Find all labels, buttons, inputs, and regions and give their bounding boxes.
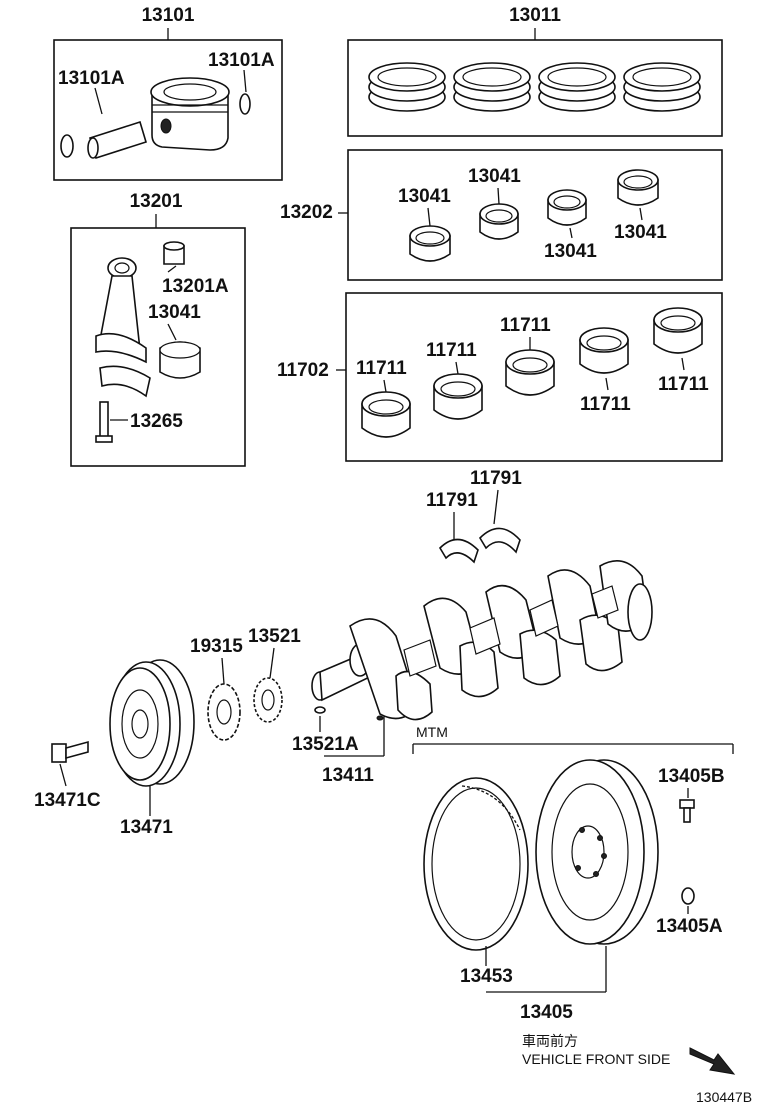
- crankshaft: [311, 560, 653, 721]
- label-11711-c[interactable]: 11711: [500, 315, 551, 336]
- ring-set-3: [538, 62, 616, 112]
- label-13041-d[interactable]: 13041: [614, 222, 667, 243]
- rod-bearing: [159, 341, 201, 379]
- label-13521a[interactable]: 13521A: [292, 734, 359, 755]
- label-mtm[interactable]: MTM: [416, 724, 448, 740]
- bearing-13041-c: [547, 189, 587, 226]
- crank-pulley: [109, 659, 195, 787]
- bearing-13041-b: [479, 203, 519, 240]
- flywheel-pin: [681, 887, 695, 905]
- main-bearings-box: [345, 292, 723, 462]
- label-13041-c[interactable]: 13041: [544, 241, 597, 262]
- direction-en-label: VEHICLE FRONT SIDE: [522, 1051, 670, 1067]
- connecting-rod-group: 13201 13201A 13041 13265: [70, 191, 246, 467]
- rod-bearings-group: 13202 13041 13041 13041 13041: [280, 149, 723, 281]
- label-13101a-right[interactable]: 13101A: [208, 50, 275, 71]
- label-13041-rod[interactable]: 13041: [148, 302, 201, 323]
- label-13471c[interactable]: 13471C: [34, 790, 101, 811]
- direction-jp-label: 車両前方: [522, 1033, 578, 1049]
- main-bearing-e: [653, 307, 703, 354]
- bearing-13041-a: [409, 225, 451, 262]
- main-bearing-c: [505, 349, 555, 396]
- piston-group: 13101 13101A 13101A: [53, 5, 283, 181]
- label-13041-a[interactable]: 13041: [398, 186, 451, 207]
- label-11702[interactable]: 11702: [277, 360, 329, 381]
- crank-key: [314, 706, 326, 714]
- rod-bearings-box: [347, 149, 723, 281]
- ring-set-1: [368, 62, 446, 112]
- label-13101[interactable]: 13101: [142, 5, 195, 26]
- label-19315[interactable]: 19315: [190, 636, 243, 657]
- ring-set-2: [453, 62, 531, 112]
- main-bearings-group: 11702 11711 11711 11711 11711: [277, 292, 723, 462]
- label-13405a[interactable]: 13405A: [656, 916, 723, 937]
- thrust-washer-1: [438, 538, 479, 564]
- mtm-bracket: [412, 743, 734, 754]
- label-11791-a[interactable]: 11791: [426, 490, 478, 511]
- sprocket-13521: [253, 677, 283, 723]
- rod-bushing: [163, 241, 185, 265]
- front-direction-arrow-icon: [689, 1047, 736, 1075]
- label-11711-e[interactable]: 11711: [658, 374, 709, 395]
- piston: [150, 77, 230, 151]
- label-13201[interactable]: 13201: [130, 191, 183, 212]
- main-bearing-b: [433, 373, 483, 420]
- label-11711-d[interactable]: 11711: [580, 394, 631, 415]
- main-bearing-d: [579, 327, 629, 374]
- label-13202[interactable]: 13202: [280, 202, 333, 223]
- label-11711-b[interactable]: 11711: [426, 340, 477, 361]
- ring-set-4: [623, 62, 701, 112]
- label-13453[interactable]: 13453: [460, 966, 513, 987]
- piston-pin: [87, 120, 147, 160]
- label-13265[interactable]: 13265: [130, 411, 183, 432]
- main-bearing-a: [361, 391, 411, 438]
- snap-ring-left: [60, 134, 74, 158]
- thrust-washer-2: [478, 527, 521, 554]
- flywheel-13405: [535, 759, 659, 945]
- label-13201a[interactable]: 13201A: [162, 276, 229, 297]
- connecting-rod-box: [70, 227, 246, 467]
- label-13405[interactable]: 13405: [520, 1002, 573, 1023]
- connecting-rod: [95, 257, 151, 398]
- sprocket-19315: [207, 683, 241, 741]
- snap-ring-right: [239, 93, 251, 115]
- label-13471[interactable]: 13471: [120, 817, 173, 838]
- label-13411[interactable]: 13411: [322, 765, 374, 786]
- ring-gear-13453: [423, 777, 529, 951]
- label-13521[interactable]: 13521: [248, 626, 301, 647]
- flywheel-bolt: [679, 799, 695, 823]
- rod-bolt: [95, 401, 113, 443]
- bearing-13041-d: [617, 169, 659, 206]
- label-13041-b[interactable]: 13041: [468, 166, 521, 187]
- label-13405b[interactable]: 13405B: [658, 766, 725, 787]
- thrust-washers-group: 11791 11791: [426, 468, 522, 564]
- label-11791-b[interactable]: 11791: [470, 468, 522, 489]
- figure-code: 130447B: [696, 1089, 752, 1105]
- piston-rings-group: 13011: [347, 5, 723, 137]
- label-13101a-left[interactable]: 13101A: [58, 68, 125, 89]
- label-11711-a[interactable]: 11711: [356, 358, 407, 379]
- pulley-bolt: [51, 740, 89, 763]
- label-13011[interactable]: 13011: [509, 5, 561, 26]
